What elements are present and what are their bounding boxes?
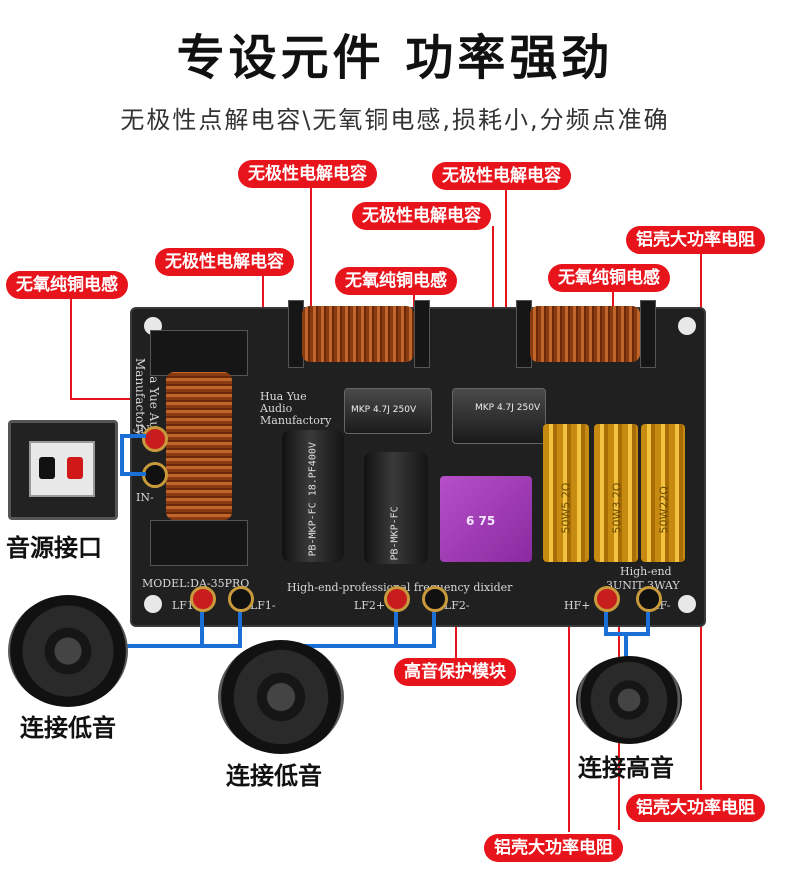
tag-nonpolar-capacitor-4: 无极性电解电容 [155,248,294,276]
woofer-1-wire [238,612,242,646]
woofer-2-wire [394,612,398,648]
resistor-print: 50W5.2Ω [559,482,573,534]
hf-plus-label: HF+ [564,599,591,612]
in-minus-label: IN- [136,491,154,504]
page-subtitle: 无极性点解电容\无氧铜电感,损耗小,分频点准确 [120,106,670,134]
leader-line [505,186,507,378]
woofer-2-wire [300,644,436,648]
tag-copper-inductor-1: 无氧纯铜电感 [6,271,128,299]
terminal-lf2-minus[interactable] [422,586,448,612]
copper-inductor-middle [302,306,414,362]
tweeter-wire [624,632,628,658]
aluminium-resistor-1: 50W5.2Ω [543,424,589,562]
lf2-plus-label: LF2+ [354,599,386,612]
page-title: 专设元件 功率强劲 [176,30,614,86]
tweeter-wire [604,612,608,634]
caption-tweeter: 连接高音 [578,754,674,782]
terminal-in-plus[interactable] [142,426,168,452]
tag-aluminium-resistor-1: 铝壳大功率电阻 [626,226,765,254]
copper-inductor-left [166,372,232,520]
tag-nonpolar-capacitor-3: 无极性电解电容 [352,202,491,230]
input-terminal-black [39,457,55,479]
box-capacitor-2: MKP 4.7J 250V [452,388,546,444]
aluminium-resistor-2: 50W3.2Ω [594,424,638,562]
input-wire [120,434,146,438]
terminal-lf2-plus[interactable] [384,586,410,612]
caption-audio-input: 音源接口 [6,534,102,562]
unit-label: 3UNIT 3WAY [606,579,680,592]
inductor-flange [150,330,248,376]
capacitor-print: PB-MKP-FC 18.PF400V [307,442,319,557]
tag-nonpolar-capacitor-1: 无极性电解电容 [238,160,377,188]
nonpolar-capacitor-large-2: PB-MKP-FC [364,452,428,564]
woofer-1-wire [200,612,204,646]
capacitor-print: PB-MKP-FC [389,506,401,561]
tag-nonpolar-capacitor-2: 无极性电解电容 [432,162,571,190]
mounting-hole [144,595,162,613]
nonpolar-capacitor-large-1: PB-MKP-FC 18.PF400V [282,430,344,562]
inductor-flange [640,300,656,368]
capacitor-print: MKP 4.7J 250V [351,405,417,415]
tag-tweeter-protect-module: 高音保护模块 [394,658,516,686]
terminal-lf1-plus[interactable] [190,586,216,612]
tweeter-protect-module: 6 75 [440,476,532,562]
terminal-hf-minus[interactable] [636,586,662,612]
terminal-hf-plus[interactable] [594,586,620,612]
model-label: MODEL:DA-35PRO [142,577,250,590]
audio-input-jack[interactable] [8,420,118,520]
input-wire [120,472,146,476]
tweeter-wire [646,612,650,634]
resistor-print: 50W22Ω [657,486,671,534]
leader-line [70,296,72,398]
box-capacitor-1: MKP 4.7J 250V [344,388,432,434]
tag-aluminium-resistor-2: 铝壳大功率电阻 [626,794,765,822]
module-code: 6 75 [466,514,496,528]
leader-line [492,226,494,386]
brand-center-label: Hua Yue Audio Manufactory [260,390,332,427]
copper-inductor-right [530,306,640,362]
lf1-minus-label: LF1- [250,599,276,612]
inductor-flange [414,300,430,368]
resistor-print: 50W3.2Ω [610,482,624,534]
woofer-2-wire [432,612,436,648]
input-wire [120,434,124,474]
tag-copper-inductor-3: 无氧纯铜电感 [548,264,670,292]
lf2-minus-label: LF2- [444,599,470,612]
mounting-hole [678,317,696,335]
terminal-lf1-minus[interactable] [228,586,254,612]
tweeter-speaker [576,656,682,744]
mounting-hole [678,595,696,613]
aluminium-resistor-3: 50W22Ω [641,424,685,562]
woofer-speaker-2 [218,640,344,754]
inductor-flange [150,520,248,566]
tag-aluminium-resistor-3: 铝壳大功率电阻 [484,834,623,862]
caption-woofer-1: 连接低音 [20,714,116,742]
tag-copper-inductor-2: 无氧纯铜电感 [335,267,457,295]
capacitor-print: MKP 4.7J 250V [475,403,541,413]
input-terminal-red [67,457,83,479]
caption-woofer-2: 连接低音 [226,762,322,790]
highend-label: High-end [620,565,672,578]
leader-line [568,520,570,832]
woofer-1-wire [120,644,242,648]
woofer-speaker-1 [8,595,128,707]
